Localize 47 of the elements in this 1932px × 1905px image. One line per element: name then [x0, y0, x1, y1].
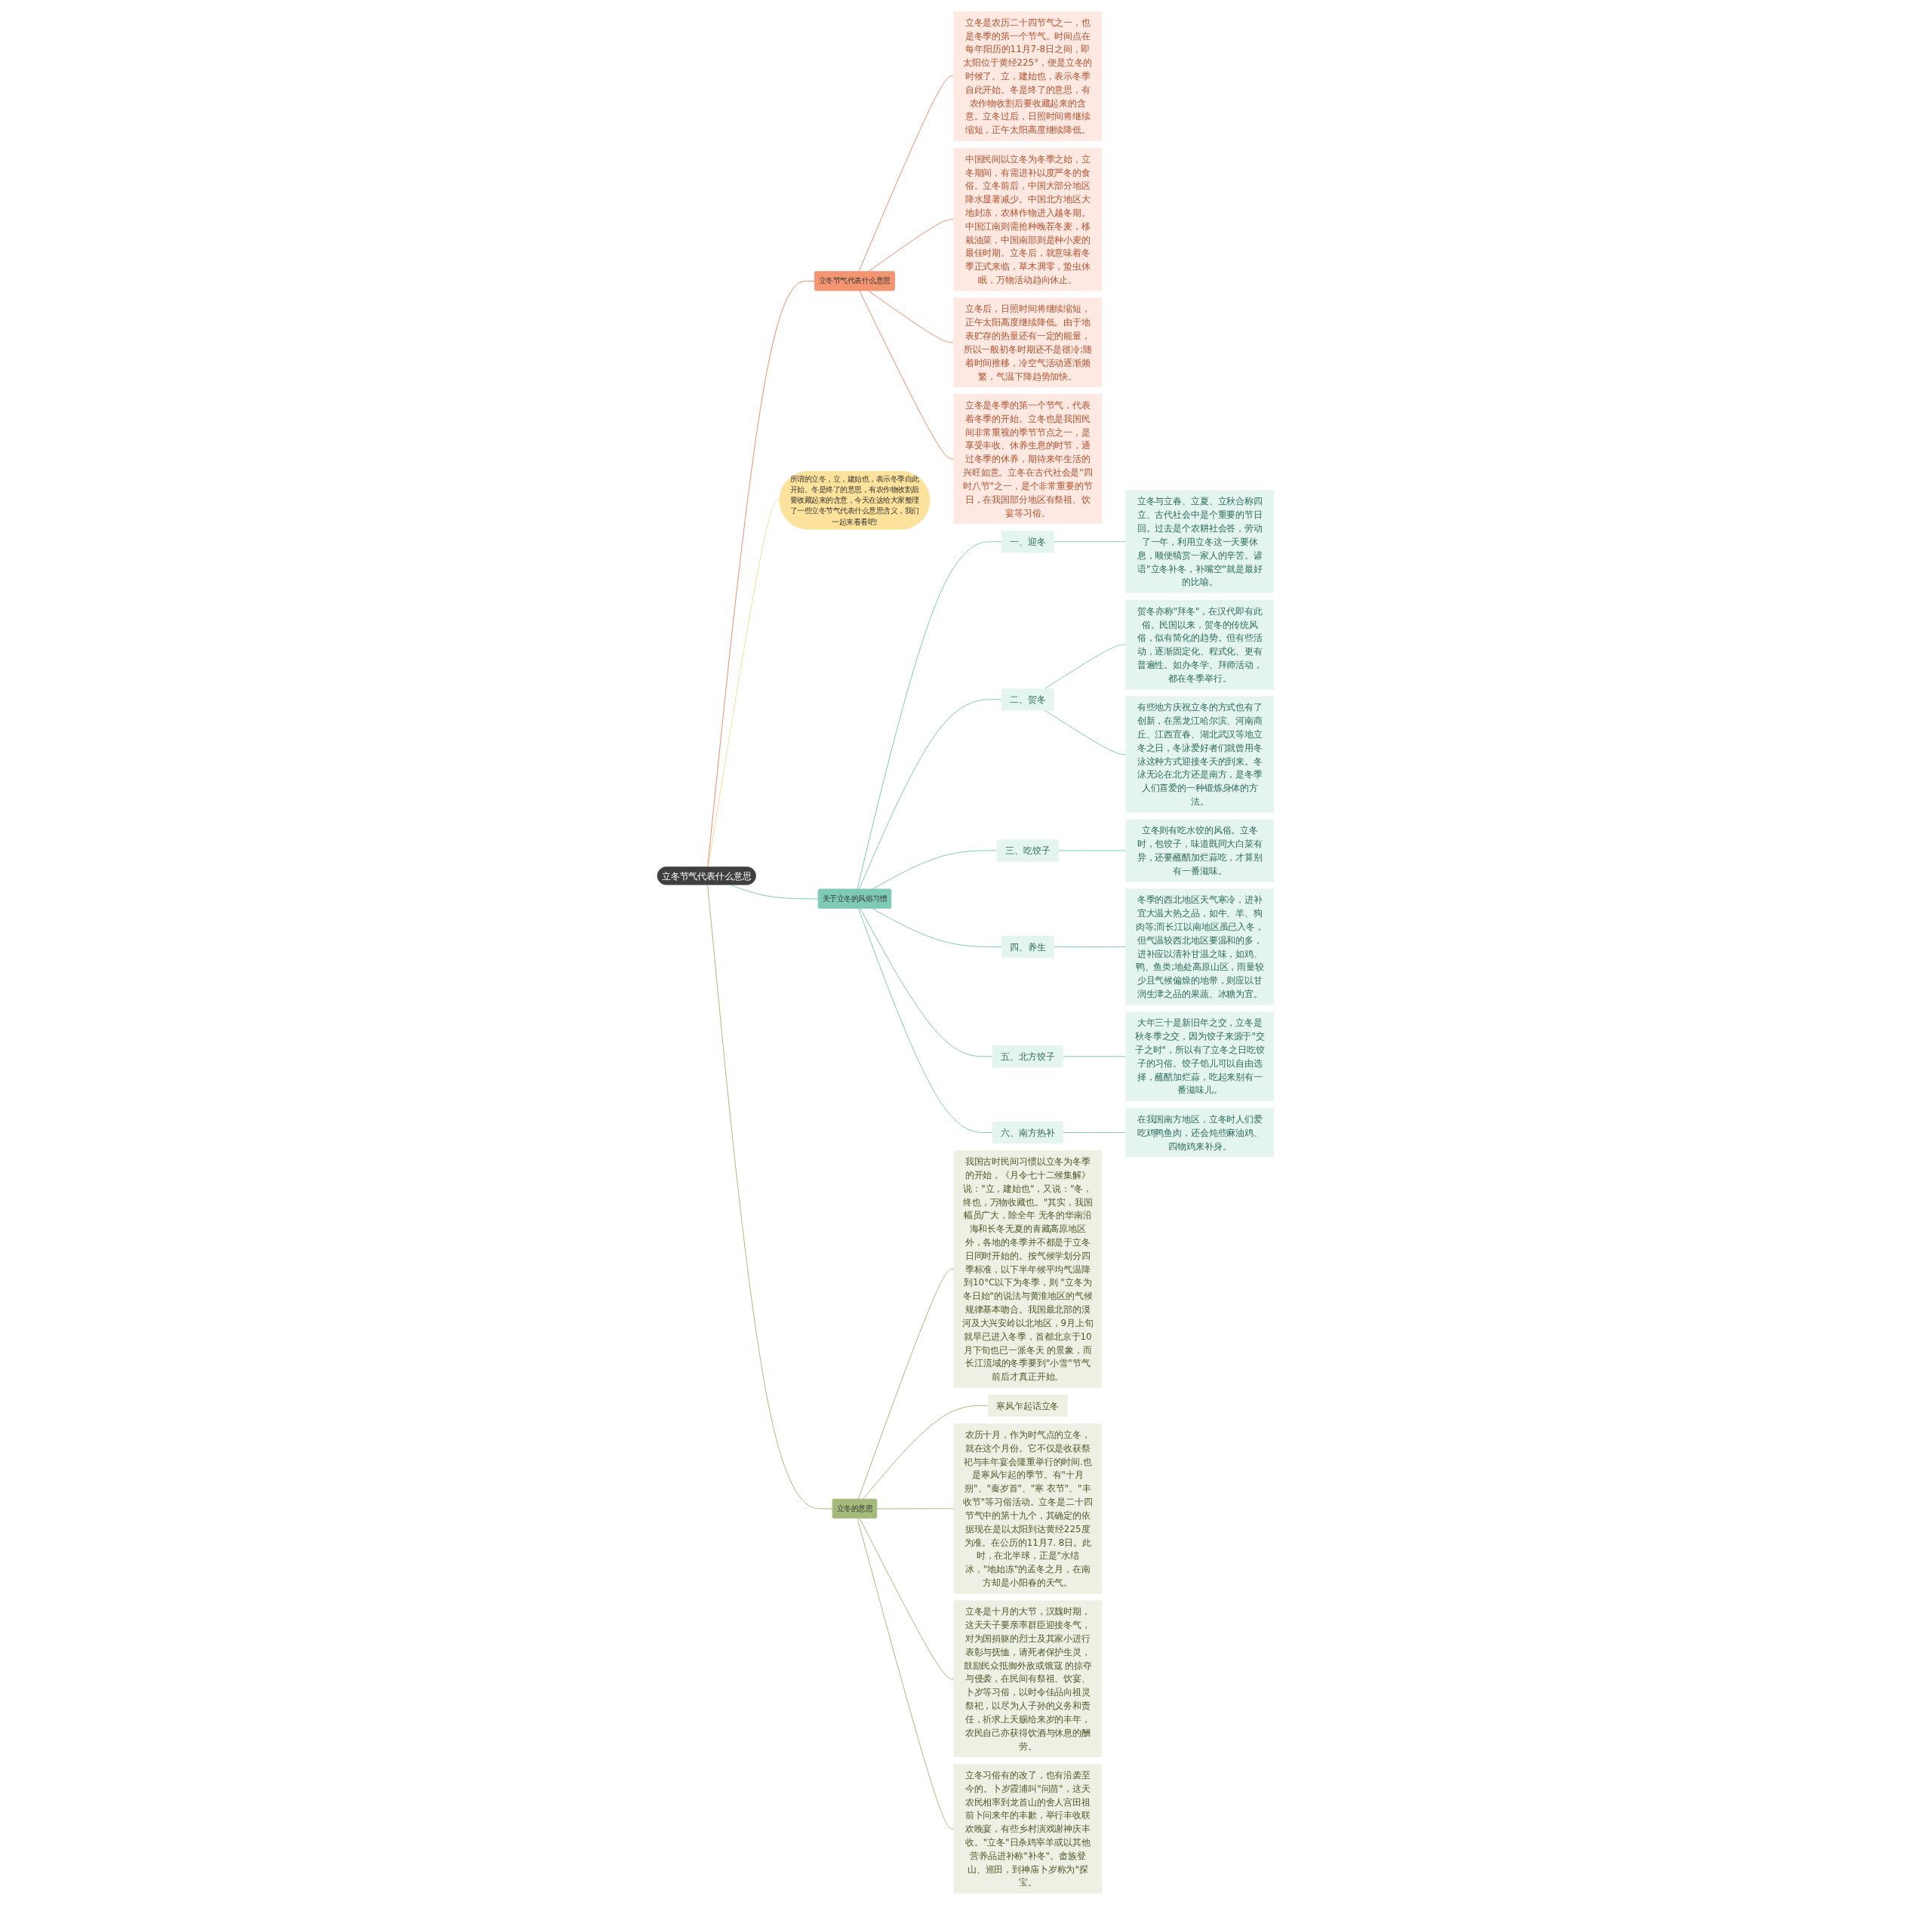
connector — [857, 1518, 955, 1830]
node-box: 大年三十是新旧年之交，立冬是秋冬季之交，因为饺子来源于"交子之时"，所以有了立冬之日吃饺子的习俗。饺子馅儿可以自由选择，蘸醋加烂蒜，吃起来别有一番滋味儿。 — [1125, 1011, 1275, 1101]
connector — [707, 281, 816, 868]
node-box: 二、贺冬 — [1001, 688, 1055, 711]
connector — [858, 75, 955, 272]
node-box: 立冬后，日照时间将继续缩短，正午太阳高度继续降低。由于地表贮存的热量还有一定的能量，所以一般初冬时期还不是很冷;随着时间推移，冷空气活动逐渐频繁，气温下降趋势加快。 — [953, 297, 1103, 388]
connector — [708, 500, 781, 868]
node-box: 一、迎冬 — [1001, 531, 1055, 553]
node-box: 立冬则有吃水饺的风俗。立冬时，包饺子，味道既同大白菜有异，还要蘸醋加烂蒜吃，才算别有一番滋味。 — [1125, 819, 1275, 882]
node-box: 贺冬亦称"拜冬"，在汉代即有此俗。民国以来，贺冬的传统风俗，似有简化的趋势。但有些活动，逐渐固定化、程式化、更有普遍性。如办冬学、拜师活动，都在冬季举行。 — [1125, 599, 1275, 690]
connector — [1058, 850, 1127, 851]
connector — [1054, 541, 1127, 543]
connector — [858, 908, 993, 1134]
connector — [868, 219, 955, 272]
node-box: 四、养生 — [1001, 935, 1055, 959]
node-box: 冬季的西北地区天气寒冷，进补宜大温大热之品，如牛、羊、狗肉等;而长江以南地区虽已入冬，但气温较西北地区要温和的多，进补应以清补甘温之味，如鸡、鸭、鱼类;地处高原山区，雨量较少且气候偏燥的地带，则应以甘润生津之品的果蔬、冰糖为宜。 — [1125, 888, 1275, 1005]
connector — [858, 1269, 955, 1500]
connector — [868, 290, 955, 343]
node-box: 有些地方庆祝立冬的方式也有了创新，在黑龙江哈尔滨、河南商丘、江西宜春、湖北武汉等地立冬之日，冬泳爱好者们就曾用冬泳这种方式迎接冬天的到来。冬泳无论在北方还是南方，是冬季人们喜爱的一种锻炼身体的方法。 — [1125, 696, 1275, 813]
connector — [1044, 709, 1127, 755]
node-box: 在我国南方地区，立冬时人们爱吃鸡鸭鱼肉，还会炖些麻油鸡、四物鸡来补身。 — [1125, 1108, 1275, 1157]
node-box: 立冬是农历二十四节气之一，也是冬季的第一个节气。时间点在每年阳历的11月7-8日之间，即太阳位于黄经225°，便是立冬的时候了。立，建始也，表示冬季自此开始。冬是终了的意思，有农作物收割后要收藏起来的含意。立冬过后，日照时间将继续缩短，正午太阳高度继续降低。 — [953, 11, 1103, 141]
connector — [1054, 946, 1127, 947]
connector — [859, 699, 1002, 890]
node-box: 寒风乍起话立冬 — [988, 1394, 1069, 1417]
node-box: 农历十月，作为时气点的立冬，就在这个月份。它不仅是收获祭祀与丰年宴会隆重举行的时间.也是寒风乍起的季节。有"十月朔"、"秦岁首"、"寒 衣节"、"丰收节"等习俗活动。立冬是二十四节气中的第十九个，其确定的依据现在是以太阳到达黄经225度为准。在公历的11月7. 8日。此时，在北半球，正是"水结冰，"地始冻"的孟冬之月，在南方却是小阳春的天气。 — [953, 1423, 1103, 1594]
connector — [860, 1518, 955, 1679]
connector — [860, 908, 993, 1057]
connector — [1063, 1132, 1127, 1134]
node-box: 我国古时民间习惯以立冬为冬季的开始，《月令七十二候集解》说："立，建始也"，又说："冬，终也，万物收藏也。"其实，我国幅员广大，除全年 无冬的华南沿海和长冬无夏的青藏高原地区外，各地的冬季并不都是于立冬日同时开始的。按气候学划分四季标准，以下半年候平均气温降到10°C以下为冬季，则 "立冬为冬日始"的说法与黄淮地区的气候规律基本吻合。我国最北部的漠河及大兴安岭以北地区，9月上旬就早已进入冬季，首都北京于10月下旬也已一派冬天 的景象，而长江流域的冬季要到"小雪"节气前后才真正开始。 — [953, 1150, 1103, 1388]
connector — [1063, 1056, 1127, 1057]
connector — [872, 908, 1002, 947]
connector — [872, 850, 998, 890]
connector — [857, 541, 1002, 890]
connector — [1044, 644, 1127, 689]
node-box: 五、北方饺子 — [992, 1045, 1064, 1068]
node-box: 立冬与立春、立夏、立秋合称四立、古代社会中是个重要的节日回。过去是个农耕社会答，劳动了一年，利用立冬这一天要休息，顺便犒赏一家人的辛苦。谚语"立冬补冬，补嘴空"就是最好的比喻。 — [1125, 490, 1275, 593]
node-box: 立冬是十月的大节，汉魏时期，这天天子要亲率群臣迎接冬气，对为国捐躯的烈士及其家小进行表彰与抚恤，请死者保护生灵，鼓励民众抵御外敌或饿寇 的掠夺与侵袭，在民间有祭祖、饮宴、卜岁等习俗，以时令佳品向祖灵祭祀，以尽为人子孙的义务和责任，祈求上天赐给来岁的丰年，农民自己亦获得饮酒与休息的酬劳。 — [953, 1600, 1103, 1758]
node-box: 六、南方热补 — [992, 1121, 1064, 1144]
node-box: 立冬是冬季的第一个节气，代表着冬季的开始。立冬也是我国民间非常重视的季节节点之一，是享受丰收、休养生息的时节，通过冬季的休养，期待来年生活的兴旺如意。立冬在古代社会是"四时八节"之一，是个非常重要的节日，在我国部分地区有祭祖、饮宴等习俗。 — [953, 394, 1103, 525]
connector — [707, 884, 834, 1510]
connector — [863, 1405, 989, 1500]
connector — [876, 1508, 955, 1510]
node-box: 中国民间以立冬为冬季之始，立冬期间，有需进补以度严冬的食俗。立冬前后，中国大部分地区降水显著减少。中国北方地区大地封冻，农林作物进入越冬期。中国江南则需抢种晚茬冬麦，移栽油菜，中国南部则是种小麦的最佳时期。立冬后，就意味着冬季正式来临，草木凋零，蛰虫休眠，万物活动趋向休止。 — [953, 147, 1103, 291]
node-box: 三、吃饺子 — [997, 839, 1060, 862]
node-box: 立冬习俗有的改了，也有沿袭至今的。卜岁霞浦叫"问苗"，这天农民相率到龙首山的舍人宫田祖前卜问来年的丰歉，举行丰收联欢晚宴，有些乡村演戏谢神庆丰收。"立冬"日杀鸡宰羊或以其他营养品进补称"补冬"。畲族登山、巡田，到神庙卜岁称为"探宝。 — [953, 1764, 1103, 1894]
connector — [859, 290, 955, 460]
